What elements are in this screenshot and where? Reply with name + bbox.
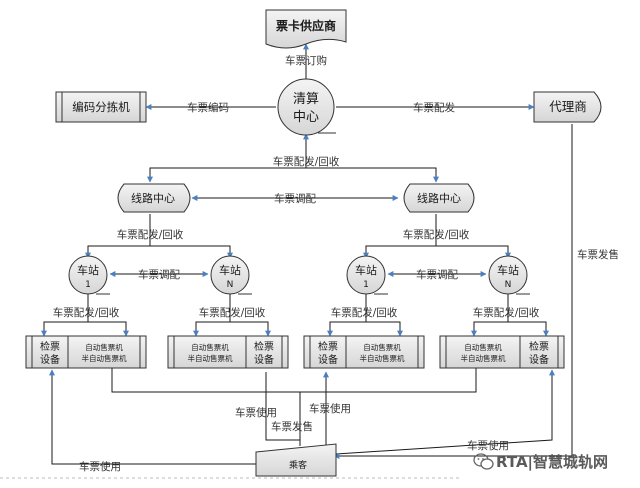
equipment-group-3: 检票 设备 自动售票机 半自动售票机 [303,335,425,369]
edge-lc-left-bracket [85,245,233,259]
label-station-alloc-right: 车票调配 [416,268,458,281]
tvm-4-line2: 半自动售票机 [461,353,506,363]
gate-3-line2: 设备 [318,353,338,366]
edge-labels: 车票订购 车票编码 车票配发 车票配发/回收 车票调配 车票配发/回收 车票配发… [53,54,619,473]
tvm-2-line1: 自动售票机 [191,342,229,352]
tvm-1-line2: 半自动售票机 [82,353,127,363]
station-1-left-label: 车站 [77,263,99,277]
equipment-group-1: 检票 设备 自动售票机 半自动售票机 [25,335,147,369]
label-snl-dist: 车票配发/回收 [199,306,266,319]
edge-passenger-left-gate [49,369,256,465]
line-center-right-node: 线路中心 [403,183,475,213]
gate-4-line2: 设备 [529,353,549,366]
equipment-group-2: 自动售票机 半自动售票机 检票 设备 [167,335,289,369]
encoder-label: 编码分拣机 [72,100,130,114]
label-use-mid-left: 车票使用 [235,406,277,419]
edge-bracket-left [147,167,439,183]
edge-s1l-eq-bracket [41,321,129,337]
label-order: 车票订购 [285,54,327,67]
tvm-2-line2: 半自动售票机 [188,353,233,363]
agent-node: 代理商 [533,91,602,123]
station-1-right-node: 车站 1 [346,255,388,295]
wechat-icon [473,453,494,470]
label-lc-left-dist: 车票配发/回收 [117,228,184,241]
label-encode: 车票编码 [187,101,229,114]
label-use-left: 车票使用 [79,460,121,473]
edge-sale-to-passenger [265,372,300,441]
station-n-right-label: 车站 [497,263,519,277]
gate-4-line1: 检票 [529,340,549,353]
label-use-mid-right: 车票使用 [309,402,351,415]
station-n-left-label: 车站 [219,263,241,277]
edge-agent-passenger [333,124,573,459]
clearing-label-line2: 中心 [293,110,319,125]
label-s1l-dist: 车票配发/回收 [53,306,120,319]
edge-snl-eq-bracket [193,321,271,337]
label-lc-right-dist: 车票配发/回收 [403,228,470,241]
gate-2-line2: 设备 [254,353,274,366]
station-n-right-num: N [505,280,512,290]
tvm-3-line2: 半自动售票机 [360,353,405,363]
equipment-group-4: 自动售票机 半自动售票机 检票 设备 [439,335,565,369]
label-station-alloc-left: 车票调配 [138,268,180,281]
station-1-left-node: 车站 1 [68,255,110,295]
edge-snr-eq-bracket [471,321,549,337]
gate-2-line1: 检票 [254,340,274,353]
edge-s1r-eq-bracket [327,321,403,337]
edges [41,43,573,465]
tvm-1-line1: 自动售票机 [85,342,123,352]
station-1-right-num: 1 [363,280,369,290]
label-lc-allocate: 车票调配 [274,192,316,205]
line-center-left-label: 线路中心 [131,191,175,205]
station-1-right-label: 车站 [355,263,377,277]
clearing-center-node: 清算 中心 [277,78,336,136]
passenger-node: 乘客 [255,443,337,477]
station-1-left-num: 1 [85,280,91,290]
supplier-label: 票卡供应商 [276,18,336,33]
tvm-3-line1: 自动售票机 [363,342,401,352]
label-agent-sale: 车票发售 [577,248,619,261]
watermark-text: RTA|智慧城轨网 [496,453,608,472]
line-center-left-node: 线路中心 [117,183,191,213]
edge-eq-bottom [111,368,477,393]
line-center-right-label: 线路中心 [417,191,461,205]
passenger-label: 乘客 [289,459,307,471]
edge-lc-right-bracket [363,245,511,259]
tvm-4-line1: 自动售票机 [464,342,502,352]
gate-1-line1: 检票 [40,340,60,353]
station-n-left-node: 车站 N [210,255,252,295]
label-sale-mid: 车票发售 [271,420,313,433]
label-use-right: 车票使用 [467,439,509,452]
label-s1r-dist: 车票配发/回收 [331,306,398,319]
agent-label: 代理商 [549,99,587,114]
station-n-right-node: 车站 N [488,255,530,295]
clearing-label-line1: 清算 [293,92,319,107]
station-n-left-num: N [227,280,234,290]
gate-1-line2: 设备 [40,353,60,366]
label-clearing-dist: 车票配发/回收 [273,155,340,168]
label-snr-dist: 车票配发/回收 [473,306,540,319]
label-distribute: 车票配发 [413,101,455,114]
gate-3-line1: 检票 [318,340,338,353]
supplier-node: 票卡供应商 [265,9,347,49]
encoder-node: 编码分拣机 [55,91,147,123]
watermark: RTA|智慧城轨网 [473,453,608,472]
edge-passenger-right-gate [335,369,555,455]
